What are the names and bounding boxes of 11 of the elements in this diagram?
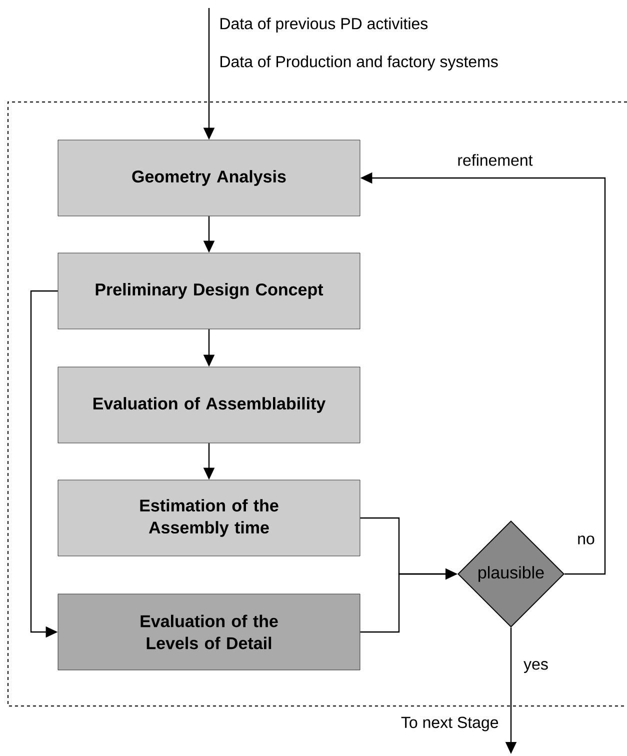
edge-label: yes	[522, 660, 550, 674]
process-box: Estimation of the Assembly time	[58, 480, 360, 556]
text-label: Data of previous PD activities	[220, 18, 428, 32]
text-label: To next Stage	[401, 716, 498, 732]
text-label: refinement	[458, 154, 533, 166]
process-box: Geometry Analysis	[58, 140, 360, 216]
text-label: Data of Production and factory systems	[220, 56, 498, 70]
process-box: Evaluation of Assemblability	[58, 366, 360, 444]
process-box: Evaluation of the Levels of Detail	[58, 594, 360, 670]
edge-label: no	[576, 534, 596, 546]
process-box: Preliminary Design Concept	[58, 252, 360, 330]
